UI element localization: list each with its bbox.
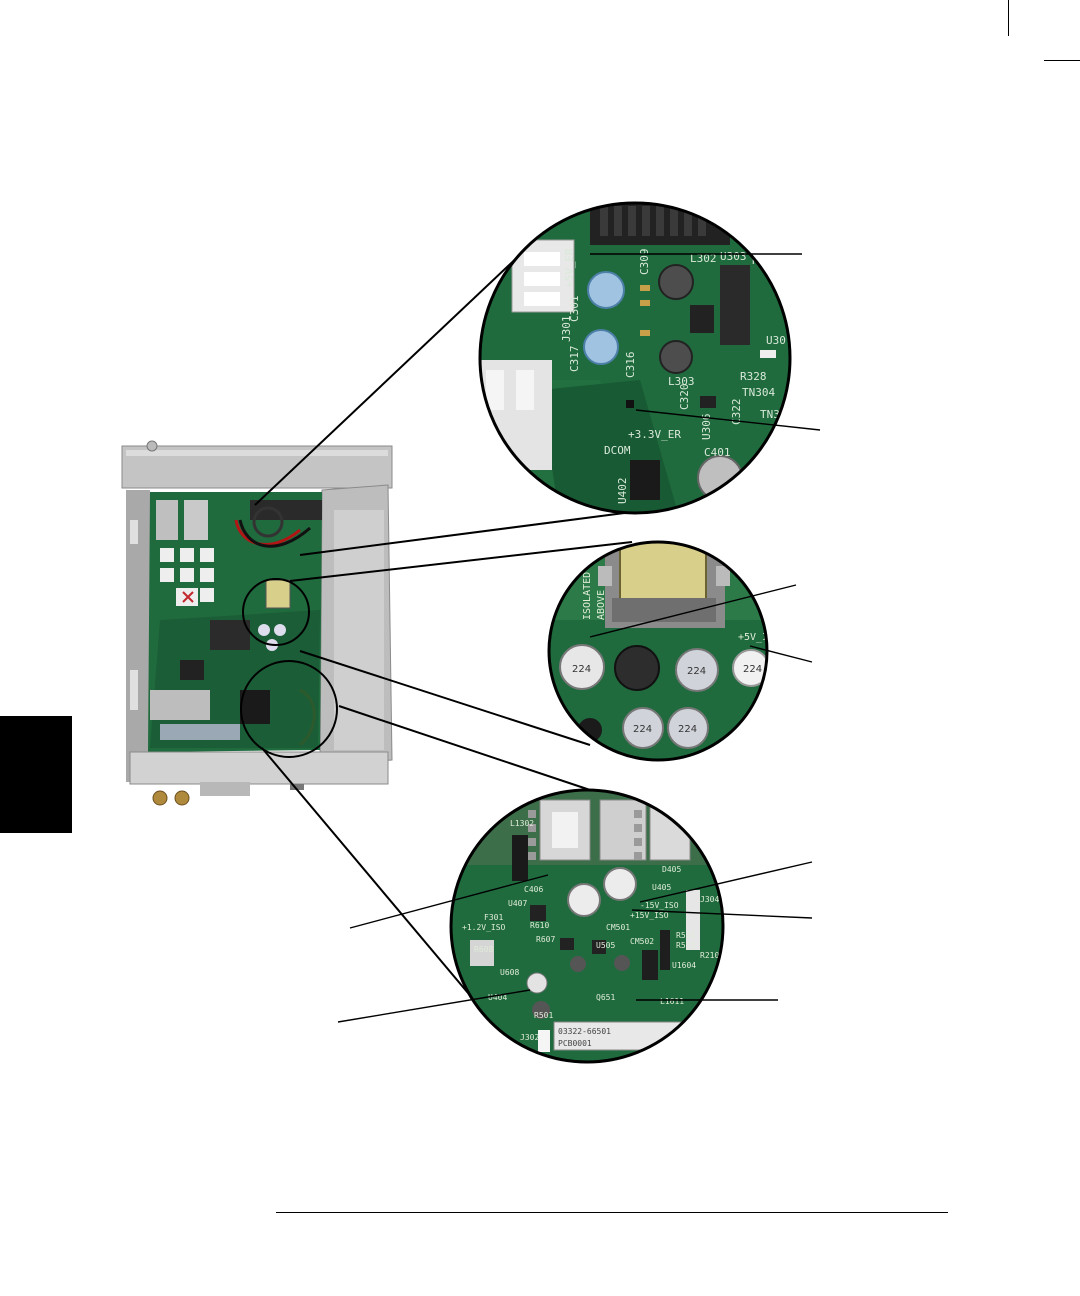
cap-label-1: 224: [687, 666, 706, 677]
silk-u505: U505: [596, 941, 615, 950]
silk-j302: J302: [520, 1033, 539, 1042]
silk-r521: R521: [676, 931, 695, 940]
silk-f301: F301: [484, 913, 503, 922]
silk-cm502: CM502: [630, 937, 654, 946]
silk-j304: J304: [700, 895, 719, 904]
silk-u1604: U1604: [672, 961, 696, 970]
silk-u608: U608: [500, 968, 519, 977]
footer-rule: [276, 1212, 948, 1213]
callout-ring-mid: [242, 578, 310, 646]
zoom-connector-lines: [254, 250, 633, 994]
silk-r501: R501: [534, 1011, 553, 1020]
silk-3v3-er: +3.3V_ER: [628, 428, 681, 441]
silk-above: ABOVE: [596, 590, 607, 620]
leader-neg15v: [639, 861, 813, 903]
silk-u405: U405: [652, 883, 671, 892]
silk-pos15v-iso: +15V_ISO: [630, 911, 669, 920]
silk-dcom: DCOM: [604, 444, 631, 457]
silk-c309: C309: [638, 249, 651, 276]
silk-c316: C316: [624, 352, 637, 379]
silk-u402: U402: [616, 478, 629, 505]
silk-r210: R210: [700, 951, 719, 960]
leader-isolated: [589, 584, 797, 638]
silk-tn304: TN304: [742, 386, 775, 399]
leader-5v-iso: [749, 645, 813, 663]
silk-c301: C301: [568, 296, 581, 323]
silk-neg15v-iso: -15V_ISO: [640, 901, 679, 910]
cap-label-5: 224: [743, 664, 762, 675]
silk-c320: C320: [678, 384, 691, 411]
silk-c406: C406: [524, 885, 543, 894]
crop-mark-vertical: [1008, 0, 1009, 36]
silk-l303: L303: [668, 375, 695, 388]
instrument-chassis: [121, 440, 393, 806]
silk-5v-er: +5V_ER: [563, 248, 576, 288]
silk-u306: U306: [700, 414, 713, 441]
callout-leaders: [337, 253, 821, 1023]
callout-ring-bottom: [240, 660, 338, 758]
silk-j301: J301: [560, 316, 573, 343]
zoom-detail-top: +5V_ER C301 J301 C317 L303 C316 C320 +3.…: [480, 203, 790, 513]
cap-label-4: 224: [572, 664, 591, 675]
silk-isolated: ISOLATED: [582, 572, 593, 620]
zoom-detail-mid: ISOLATED ABOVE +5V_ISO 224 224 224 224 2…: [549, 542, 780, 760]
zoom-detail-bottom: -15V_ISO +15V_ISO U407 C406 D405 R610 R6…: [451, 790, 723, 1062]
sticker-serial: PCB0001: [558, 1039, 592, 1048]
silk-c322: C322: [730, 399, 743, 426]
silk-5v-iso: +5V_ISO: [738, 632, 780, 643]
zoom-ring-top: [478, 201, 792, 515]
silk-l302: L302: [690, 252, 717, 265]
leader-left-lower: [337, 989, 531, 1023]
silk-l1611: L1611: [660, 997, 684, 1006]
silk-u404: U404: [488, 993, 507, 1002]
silk-r522: R522: [676, 941, 695, 950]
silk-r328: R328: [740, 370, 767, 383]
silk-r608: R608: [474, 945, 493, 954]
silk-1v2-iso: +1.2V_ISO: [462, 923, 506, 932]
chapter-side-tab: [0, 716, 72, 833]
silk-u30: U30: [766, 334, 786, 347]
silk-u407: U407: [508, 899, 527, 908]
sticker-part-number: 03322-66501: [558, 1027, 611, 1036]
silk-cm501: CM501: [606, 923, 630, 932]
cap-label-3: 224: [678, 724, 697, 735]
silk-c317: C317: [568, 346, 581, 373]
zoom-ring-bottom: [449, 788, 725, 1064]
silk-u303: U303: [720, 250, 747, 263]
silk-r610: R610: [530, 921, 549, 930]
silk-l1302: L1302: [510, 819, 534, 828]
leader-pos15v: [631, 909, 813, 919]
silk-c401: C401: [704, 446, 731, 459]
silk-tn3: TN3: [760, 408, 780, 421]
crop-mark-horizontal: [1044, 60, 1080, 61]
silk-q651: Q651: [596, 993, 615, 1002]
leader-3v3-er: [635, 409, 821, 431]
silk-d405: D405: [662, 865, 681, 874]
leader-left-upper: [349, 874, 549, 929]
silk-r607: R607: [536, 935, 555, 944]
cap-label-2: 224: [633, 724, 652, 735]
